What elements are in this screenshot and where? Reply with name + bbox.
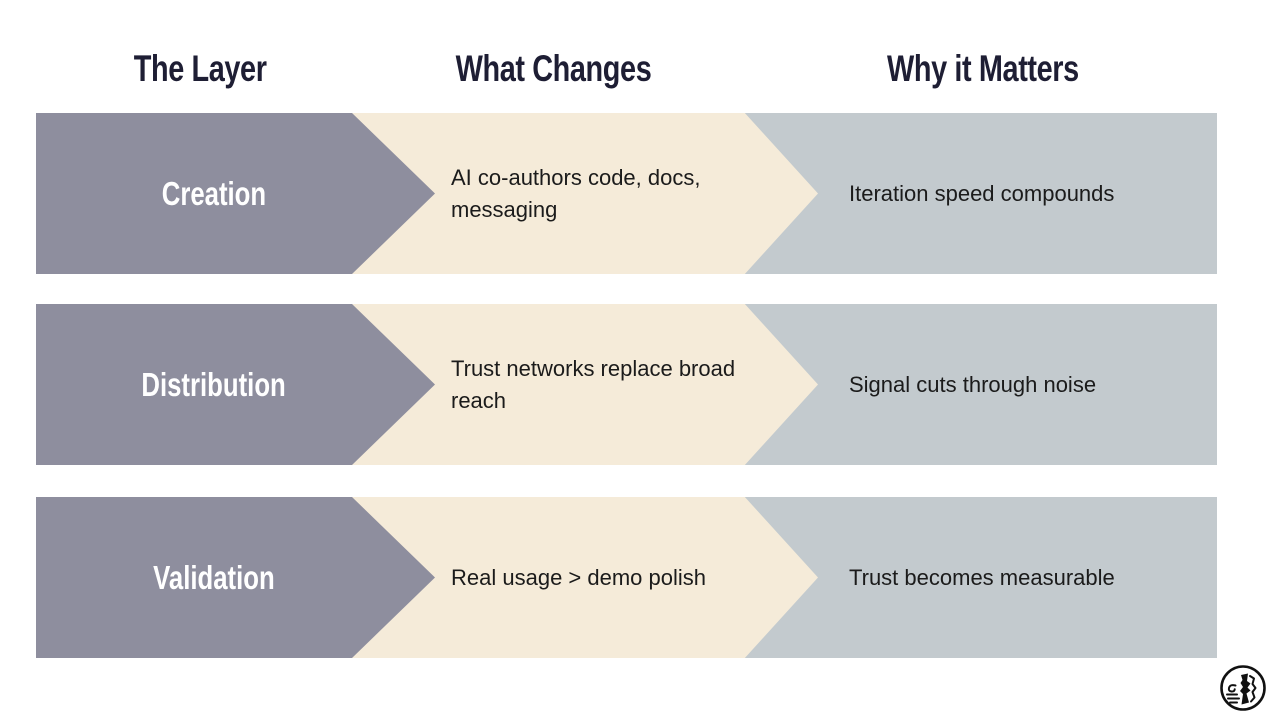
column-header-what-changes: What Changes (403, 48, 703, 90)
what-changes-text: Trust networks replace broad reach (451, 355, 736, 413)
layer-arrow-shape (36, 113, 435, 274)
column-header-label: The Layer (133, 48, 267, 89)
why-it-matters-text: Trust becomes measurable (849, 564, 1115, 590)
what-changes-text: AI co-authors code, docs, messaging (451, 164, 701, 222)
matters-band-shape (740, 497, 1217, 658)
column-header-the-layer: The Layer (50, 48, 350, 90)
what-changes-text: Real usage > demo polish (451, 564, 706, 590)
matters-band-shape (740, 304, 1217, 465)
process-row-validation: Validation Real usage > demo polish Trus… (0, 497, 1274, 658)
why-it-matters-text: Iteration speed compounds (849, 180, 1115, 206)
column-header-label: Why it Matters (887, 48, 1079, 89)
column-header-label: What Changes (455, 48, 651, 89)
layer-label: Distribution (141, 365, 286, 403)
column-header-why-it-matters: Why it Matters (833, 48, 1133, 90)
matters-band-shape (740, 113, 1217, 274)
layer-label: Creation (161, 174, 266, 212)
process-row-creation: Creation AI co-authors code, docs, messa… (0, 113, 1274, 274)
why-it-matters-text: Signal cuts through noise (849, 371, 1097, 397)
layer-arrow-shape (36, 497, 435, 658)
layer-arrow-shape (36, 304, 435, 465)
stamp-seal-logo-icon (1220, 665, 1266, 711)
layer-label: Validation (152, 558, 275, 596)
process-row-distribution: Distribution Trust networks replace broa… (0, 304, 1274, 465)
